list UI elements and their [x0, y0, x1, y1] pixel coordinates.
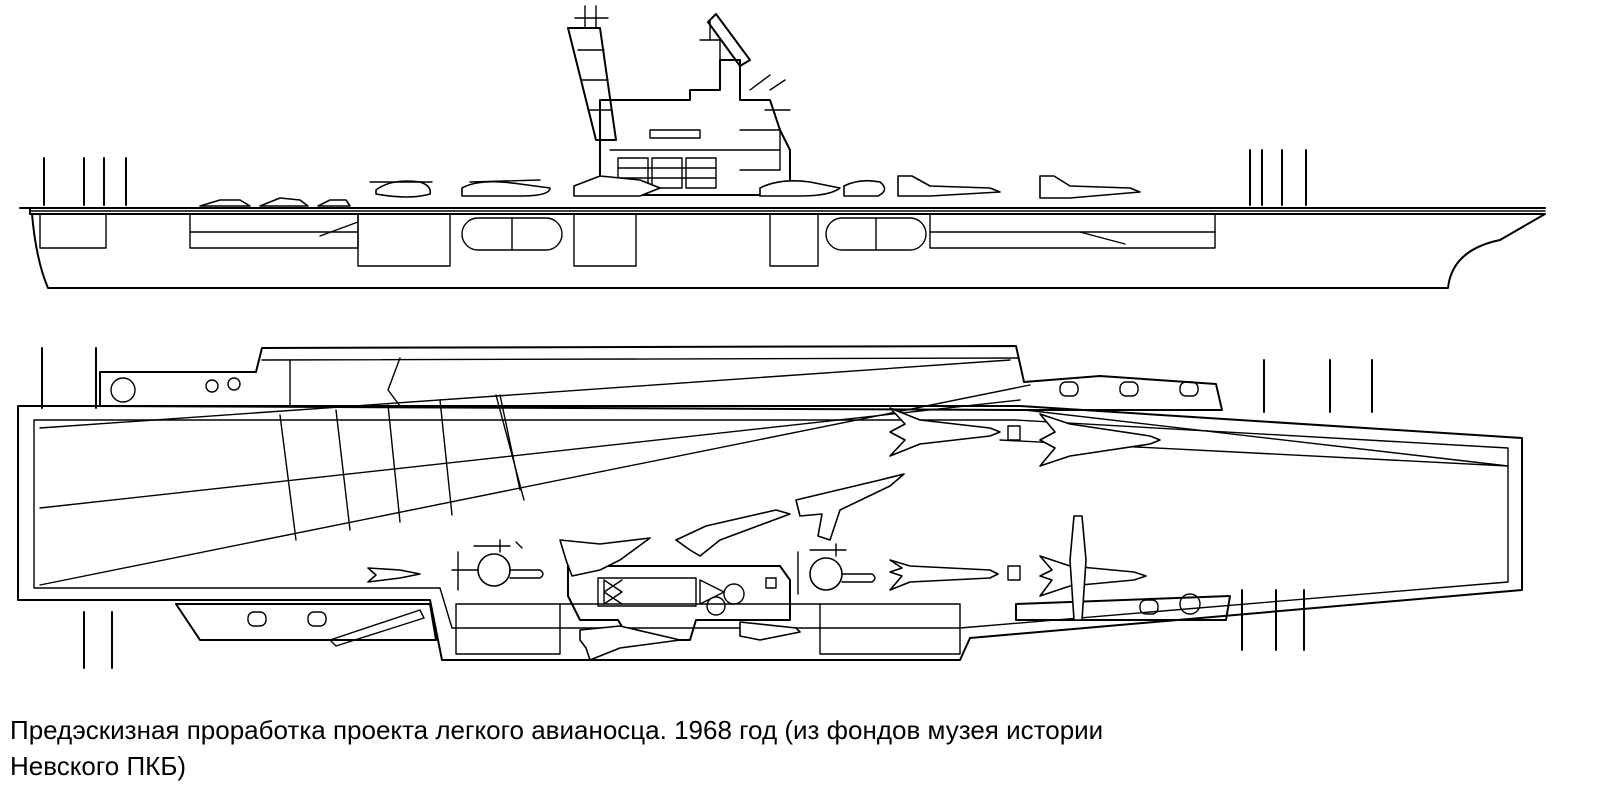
lower-sponson: [175, 595, 1231, 641]
side-right-masts: [1249, 149, 1307, 206]
upper-sponson: [99, 345, 1223, 411]
plan-masts: [41, 347, 1373, 669]
side-aircraft: [199, 175, 1141, 207]
plan-helicopters: [451, 539, 876, 595]
angled-deck: [39, 359, 1509, 586]
caption-line-2: Невского ПКБ): [10, 751, 187, 781]
side-hangar-blocks: [39, 213, 1216, 267]
side-left-masts: [43, 157, 127, 206]
flight-deck-outline: [17, 405, 1523, 661]
caption-line-1: Предэскизная проработка проекта легкого …: [10, 715, 1104, 745]
plan-hangar: [455, 603, 961, 655]
ship-drawing: [17, 5, 1546, 669]
side-island: [567, 5, 791, 196]
plan-view: [17, 345, 1523, 669]
plan-aircraft: [367, 407, 1161, 661]
caption: Предэскизная проработка проекта легкого …: [10, 712, 1600, 784]
side-elevation-view: [19, 5, 1546, 289]
